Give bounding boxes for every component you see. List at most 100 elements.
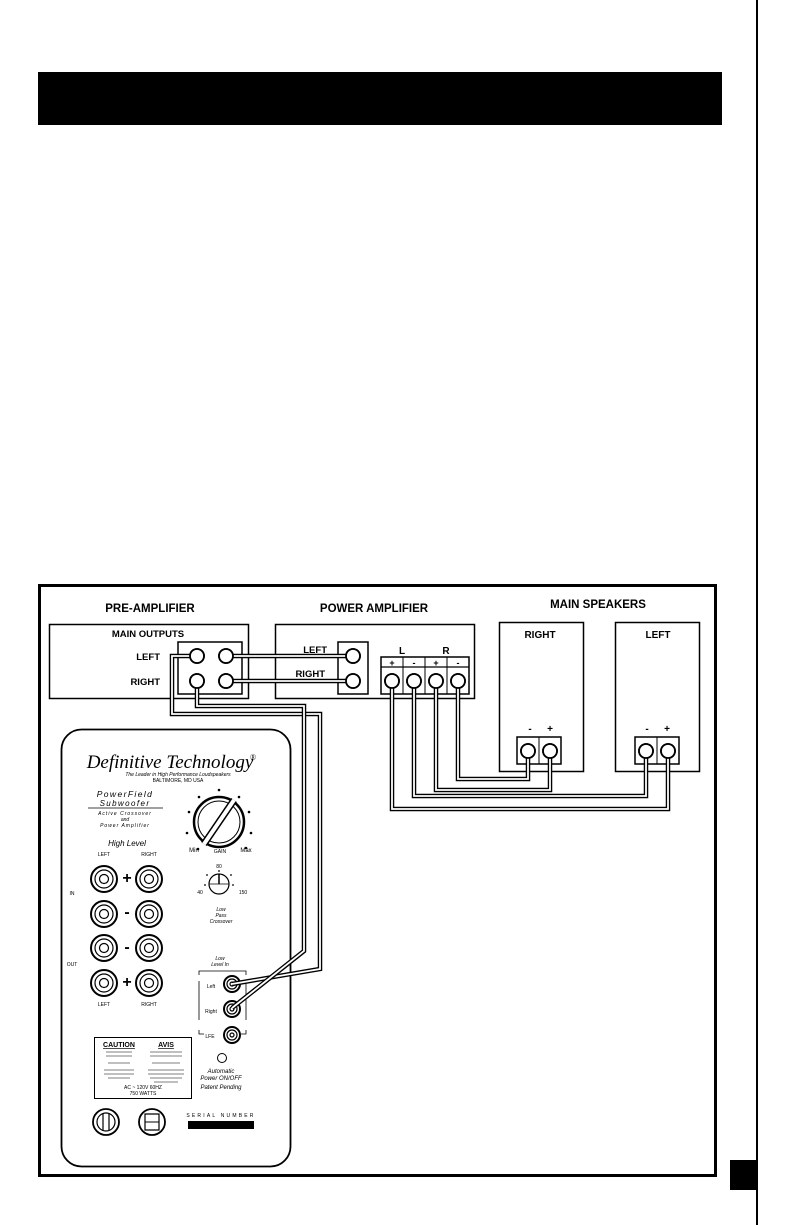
- gain-max-label: Max: [240, 848, 251, 854]
- binding-post-right-in-minus[interactable]: [135, 900, 163, 928]
- binding-post-right-in-plus[interactable]: [135, 865, 163, 893]
- wire-pre-left-to-sub-left: [169, 653, 323, 987]
- wires: [169, 653, 671, 1010]
- gain-min-label: Min: [189, 848, 199, 854]
- diagram-frame: [38, 584, 717, 1177]
- pre-amp-right-label: RIGHT: [130, 677, 160, 688]
- wire-amp-l-minus-to-left-speaker-minus: [411, 681, 649, 799]
- power-amplifier-title: POWER AMPLIFIER: [320, 603, 429, 615]
- pre-amp-left-label: LEFT: [136, 652, 160, 663]
- power-switch[interactable]: [92, 1108, 120, 1136]
- high-level-right-bottom: RIGHT: [141, 1002, 157, 1008]
- high-level-out-label: OUT: [67, 962, 78, 968]
- binding-post-right-out-minus[interactable]: [135, 934, 163, 962]
- crossover-line-3: Crossover: [210, 919, 233, 925]
- low-level-line-2: Level In: [211, 962, 229, 968]
- binding-post-left-in-plus[interactable]: [90, 865, 118, 893]
- main-speakers-title: MAIN SPEAKERS: [550, 599, 646, 611]
- crossover-line-2: Pass: [215, 913, 227, 919]
- main-outputs-label: MAIN OUTPUTS: [112, 629, 184, 640]
- wattage-rating: 750 WATTS: [130, 1091, 157, 1097]
- crossover-knob[interactable]: [208, 873, 230, 895]
- caution-label: CAUTION AVIS AC ~ 120V 60HZ 750 WATTS: [94, 1037, 192, 1099]
- avis-heading: AVIS: [158, 1042, 174, 1049]
- patent-pending: Patent Pending: [200, 1085, 242, 1091]
- brand-location: BALTIMORE, MD USA: [153, 778, 204, 784]
- gain-knob[interactable]: [192, 795, 246, 849]
- header-bar: [38, 72, 722, 125]
- brand-logo: Definitive Technology: [86, 752, 254, 773]
- right-speaker: RIGHT - +: [498, 621, 585, 773]
- left-speaker: LEFT - +: [614, 621, 701, 773]
- desc-line-3: Power Amplifier: [100, 823, 150, 829]
- svg-text:+: +: [122, 870, 131, 887]
- power-amp-right-label: RIGHT: [295, 669, 325, 680]
- gain-label: GAIN: [214, 849, 227, 855]
- binding-post-right-out-plus[interactable]: [135, 969, 163, 997]
- serial-number-bar: [188, 1121, 254, 1129]
- low-level-left-label: Left: [207, 984, 216, 990]
- desc-line-2: and: [121, 817, 130, 823]
- channel-l-label: L: [399, 646, 405, 657]
- crossover-40-label: 40: [197, 890, 203, 896]
- product-line-1: PowerField: [97, 789, 154, 799]
- crossover-scale-dots: [204, 870, 234, 886]
- main-outputs-panel: [177, 641, 243, 695]
- page-tab: [730, 1160, 758, 1190]
- caution-heading: CAUTION: [103, 1042, 135, 1049]
- left-speaker-minus: -: [645, 724, 648, 735]
- left-speaker-plus: +: [664, 724, 670, 735]
- l-plus-sign: +: [389, 658, 394, 668]
- svg-text:-: -: [124, 904, 129, 921]
- high-level-in-label: IN: [70, 891, 75, 897]
- brand-tagline: The Leader in High Performance Loudspeak…: [125, 772, 231, 778]
- auto-power-line-1: Automatic: [207, 1069, 235, 1075]
- right-speaker-label: RIGHT: [524, 630, 555, 641]
- binding-post-left-in-minus[interactable]: [90, 900, 118, 928]
- right-speaker-minus: -: [528, 724, 531, 735]
- binding-post-left-out-minus[interactable]: [90, 934, 118, 962]
- pre-amplifier: MAIN OUTPUTS LEFT RIGHT: [48, 623, 250, 700]
- low-level-right-label: Right: [205, 1009, 217, 1015]
- wire-amp-r-minus-to-right-speaker-minus: [455, 681, 531, 782]
- pre-amplifier-title: PRE-AMPLIFIER: [105, 603, 195, 615]
- right-speaker-plus: +: [547, 724, 553, 735]
- wire-amp-l-plus-to-left-speaker-plus: [389, 681, 671, 812]
- serial-number-label: SERIAL NUMBER: [186, 1113, 255, 1119]
- r-minus-sign: -: [457, 658, 460, 668]
- product-line-2: Subwoofer: [100, 799, 151, 808]
- wire-terminal-caps: [189, 648, 676, 759]
- rca-lfe-jack[interactable]: [223, 1026, 241, 1044]
- svg-text:-: -: [124, 939, 129, 956]
- svg-text:+: +: [122, 974, 131, 991]
- page-edge-rule: [756, 0, 758, 1225]
- high-level-left-top: LEFT: [98, 852, 110, 858]
- ac-rating: AC ~ 120V 60HZ: [124, 1085, 162, 1091]
- low-level-lfe-label: LFE: [205, 1034, 215, 1040]
- wire-amp-r-plus-to-right-speaker-plus: [433, 681, 553, 793]
- low-level-line-1: Low: [215, 956, 225, 962]
- r-plus-sign: +: [433, 658, 438, 668]
- wire-pre-right-to-sub-right: [194, 681, 307, 1010]
- high-level-title: High Level: [108, 839, 146, 848]
- channel-r-label: R: [442, 646, 450, 657]
- crossover-150-label: 150: [239, 890, 248, 896]
- crossover-line-1: Low: [216, 907, 226, 913]
- gain-scale-dots: [185, 788, 253, 851]
- l-minus-sign: -: [413, 658, 416, 668]
- binding-post-left-out-plus[interactable]: [90, 969, 118, 997]
- auto-power-line-2: Power ON/OFF: [200, 1076, 242, 1082]
- high-level-binding-posts: [90, 865, 163, 997]
- high-level-polarity-signs: + - - +: [122, 870, 131, 991]
- left-speaker-label: LEFT: [646, 630, 671, 641]
- high-level-right-top: RIGHT: [141, 852, 157, 858]
- subwoofer-panel: Definitive Technology ® The Leader in Hi…: [60, 728, 292, 1168]
- fuse-holder[interactable]: [138, 1108, 166, 1136]
- crossover-80-label: 80: [216, 864, 222, 870]
- desc-line-1: Active Crossover: [97, 811, 152, 817]
- low-level-rca-jacks: [223, 975, 241, 1044]
- power-amplifier: LEFT RIGHT L R + - + -: [274, 623, 476, 700]
- power-indicator-led: [217, 1053, 227, 1063]
- registered-mark: ®: [250, 753, 256, 762]
